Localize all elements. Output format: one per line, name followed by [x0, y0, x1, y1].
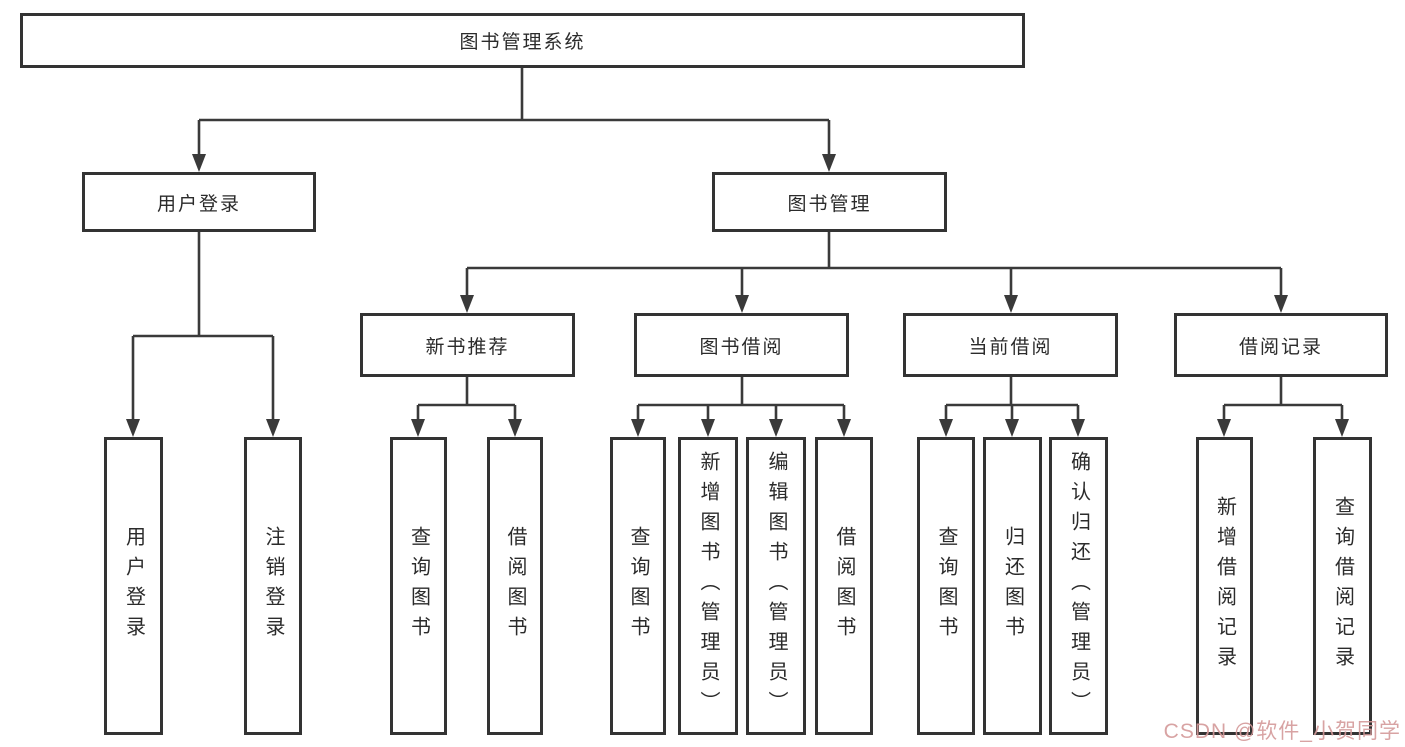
node-borrow-records: 借阅记录	[1174, 313, 1388, 377]
leaf-recommend-query-book: 查询图书	[390, 437, 447, 735]
leaf-records-query-record: 查询借阅记录	[1313, 437, 1372, 735]
node-book-management-label: 图书管理	[787, 193, 872, 215]
leaf-recommend-borrow-book: 借阅图书	[487, 437, 543, 735]
leaf-recommend-borrow-book-label: 借阅图书	[504, 526, 526, 646]
node-root-label: 图书管理系统	[459, 32, 586, 53]
leaf-records-add-record-label: 新增借阅记录	[1213, 496, 1236, 676]
leaf-borrow-edit-book: 编辑图书（管理员）	[746, 437, 806, 735]
leaf-logout: 注销登录	[244, 437, 302, 735]
node-user-login: 用户登录	[82, 172, 316, 232]
leaf-borrow-query-book-label: 查询图书	[627, 526, 649, 646]
node-new-book-recommend-label: 新书推荐	[425, 336, 510, 358]
node-new-book-recommend: 新书推荐	[360, 313, 575, 377]
node-current-borrow: 当前借阅	[903, 313, 1118, 377]
leaf-borrow-query-book: 查询图书	[610, 437, 666, 735]
leaf-user-login-label: 用户登录	[122, 526, 145, 646]
node-book-borrow: 图书借阅	[634, 313, 849, 377]
leaf-current-return-book: 归还图书	[983, 437, 1042, 735]
leaf-borrow-borrow-book-label: 借阅图书	[833, 526, 855, 646]
leaf-user-login: 用户登录	[104, 437, 163, 735]
node-user-login-label: 用户登录	[156, 193, 241, 215]
csdn-watermark: CSDN @软件_小贺同学	[1163, 720, 1401, 743]
leaf-current-confirm-return: 确认归还（管理员）	[1049, 437, 1108, 735]
node-book-borrow-label: 图书借阅	[699, 336, 784, 358]
leaf-borrow-add-book: 新增图书（管理员）	[678, 437, 738, 735]
node-book-management: 图书管理	[712, 172, 947, 232]
node-root: 图书管理系统	[20, 13, 1025, 68]
leaf-records-add-record: 新增借阅记录	[1196, 437, 1253, 735]
leaf-records-query-record-label: 查询借阅记录	[1331, 496, 1354, 676]
node-current-borrow-label: 当前借阅	[968, 336, 1053, 358]
leaf-borrow-edit-book-label: 编辑图书（管理员）	[765, 451, 787, 721]
leaf-current-return-book-label: 归还图书	[1001, 526, 1024, 646]
leaf-borrow-add-book-label: 新增图书（管理员）	[697, 451, 719, 721]
leaf-logout-label: 注销登录	[262, 526, 284, 646]
leaf-current-query-book: 查询图书	[917, 437, 975, 735]
leaf-recommend-query-book-label: 查询图书	[407, 526, 430, 646]
leaf-current-confirm-return-label: 确认归还（管理员）	[1067, 451, 1090, 721]
leaf-borrow-borrow-book: 借阅图书	[815, 437, 873, 735]
node-borrow-records-label: 借阅记录	[1238, 336, 1323, 358]
leaf-current-query-book-label: 查询图书	[935, 526, 957, 646]
